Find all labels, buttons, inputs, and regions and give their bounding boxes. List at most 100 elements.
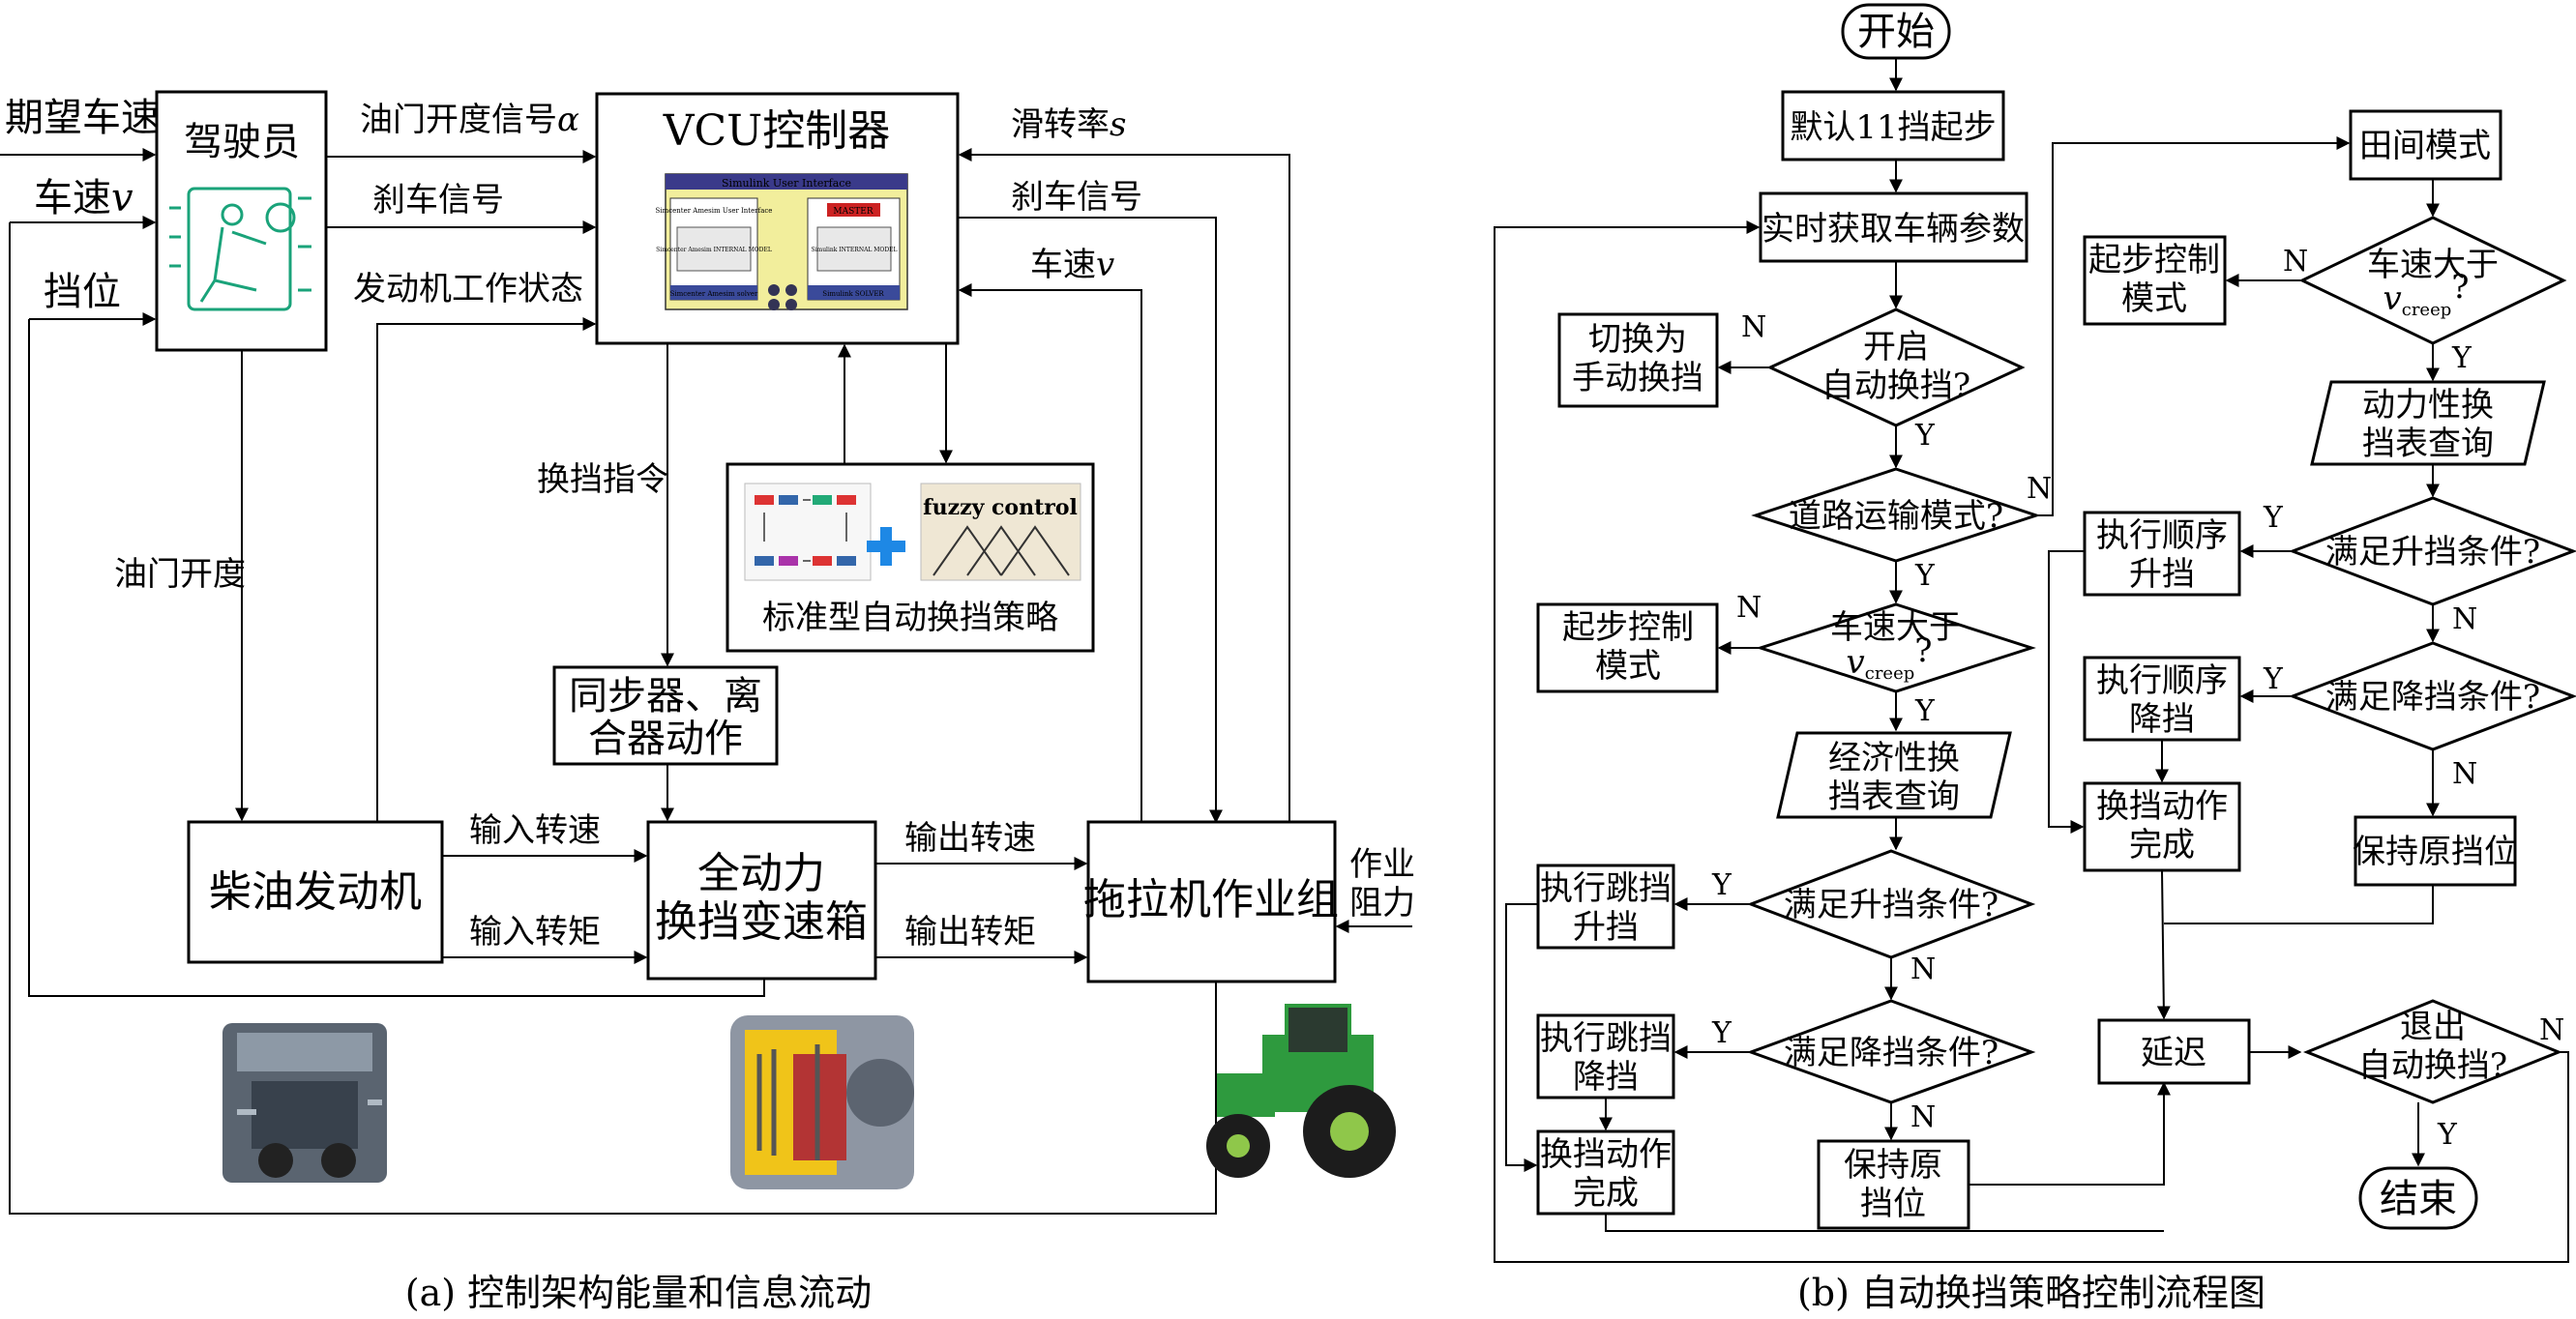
exit-auto-label-2: 自动换挡? [2358,1046,2507,1085]
driver-seat-icon [169,187,311,311]
label-speed-left-yes: Y [1914,694,1936,728]
upshift-right-label: 满足升挡条件? [2325,533,2540,572]
delay-box [2097,1018,2251,1085]
exit-auto-label-1: 退出 [2400,1008,2466,1046]
get-params-box [1759,191,2028,263]
speed-creep-left-label: 车速大于 [1830,608,1962,647]
label-engine-state: 发动机工作状态 [353,270,583,308]
label-speed-left-no: N [1736,591,1762,625]
engine-box [187,820,444,964]
vcu-software-panel: Simulink User Interface Simcenter Amesim… [656,173,908,310]
vcu-label: VCU控制器 [663,106,891,156]
part-b-flowchart: 开始 默认11挡起步 实时获取车辆参数 开启 自动换挡? N 切换为 手动换挡 … [1494,3,2576,1314]
sync-clutch-box [552,665,779,766]
shift-done-box-right [2083,781,2241,872]
road-mode-label: 道路运输模式? [1789,497,2003,536]
skip-down-label-2: 降挡 [1573,1058,1639,1097]
skip-up-label-2: 升挡 [1573,908,1639,947]
label-shift-command: 换挡指令 [537,460,668,499]
power-table-label-2: 挡表查询 [2362,425,2494,463]
svg-text:Simcenter Amesim solver: Simcenter Amesim solver [670,290,758,298]
arrow-seq-up-done [2048,550,2085,834]
skip-down-label-1: 执行跳挡 [1540,1019,1672,1058]
label-output-speed: 输出转速 [904,819,1036,858]
label-speed-input: 车速v [34,176,133,220]
start-control-box-right [2083,235,2227,326]
seq-down-label-2: 降挡 [2129,700,2195,739]
gearbox-image [730,1015,914,1189]
shift-done-box-left [1536,1129,1675,1216]
power-table-box [2310,380,2546,466]
label-upshift-left-yes: Y [1711,868,1732,902]
skip-up-box [1536,864,1675,950]
speed-creep-right-sym: vcreep? [2384,268,2470,320]
caption-b: (b) 自动换挡策略控制流程图 [1797,1272,2265,1314]
skip-down-box [1536,1013,1675,1099]
line-done-left-delay [1605,1214,2164,1232]
seq-down-label-1: 执行顺序 [2096,661,2228,700]
gearbox-label-2: 换挡变速箱 [655,897,868,947]
label-gear-input: 挡位 [44,270,121,314]
start-control-right-2: 模式 [2121,279,2187,318]
field-mode-label: 田间模式 [2359,127,2491,165]
seq-up-box [2083,511,2241,597]
label-output-torque: 输出转矩 [904,913,1036,952]
downshift-left-label: 满足降挡条件? [1784,1034,1999,1072]
label-brake-right: 刹车信号 [1011,178,1142,217]
econ-table-label-2: 挡表查询 [1828,777,1960,816]
engine-label: 柴油发动机 [209,867,422,917]
label-speed-right-yes: Y [2451,341,2472,375]
line-keep-right-delay [2164,885,2434,924]
speed-creep-right-label: 车速大于 [2367,246,2499,284]
manual-shift-label-1: 切换为 [1588,320,1687,359]
keep-gear-right-label: 保持原挡位 [2353,833,2517,871]
label-downshift-right-yes: Y [2263,662,2284,696]
loop-speed-feedback [9,222,1217,1215]
part-a-architecture: 期望车速ve 车速v 挡位 驾驶员 VCU控制器 Simulink User I… [0,90,1415,1314]
label-upshift-right-no: N [2452,602,2477,636]
svg-text:Simulink User Interface: Simulink User Interface [722,177,851,190]
label-brake-signal: 刹车信号 [372,181,504,220]
label-downshift-left-no: N [1910,1100,1936,1134]
auto-enabled-label-2: 自动换挡? [1821,366,1970,405]
speed-creep-left-sym: vcreep? [1847,631,1933,684]
driver-box [155,90,328,352]
shift-done-right-2: 完成 [2129,826,2195,865]
svg-text:Simcenter Amesim User Interfac: Simcenter Amesim User Interface [656,207,773,215]
keep-gear-left-2: 挡位 [1860,1185,1926,1223]
label-road-no: N [2027,472,2052,506]
strategy-label: 标准型自动换挡策略 [762,599,1058,637]
caption-a: (a) 控制架构能量和信息流动 [405,1272,872,1314]
get-params-label: 实时获取车辆参数 [1762,210,2025,249]
seq-up-label-1: 执行顺序 [2096,516,2228,555]
start-label: 开始 [1857,10,1935,54]
shift-done-left-2: 完成 [1573,1174,1639,1213]
arrow-engine-state [376,317,597,822]
arrow-exit-no-loop [1494,220,2569,1263]
label-downshift-right-no: N [2452,757,2477,791]
arrow-brake-to-tractor [958,217,1223,824]
svg-text:fuzzy control: fuzzy control [923,495,1078,520]
label-slip-rate: 滑转率s [1011,105,1126,144]
field-mode-box [2349,109,2502,181]
label-auto-yes: Y [1914,419,1936,453]
tractor-box [1086,820,1337,983]
econ-table-box [1776,731,2012,819]
svg-text:Simulink SOLVER: Simulink SOLVER [822,290,884,298]
label-resistance-1: 作业 [1349,845,1415,884]
default-gear-box [1781,90,2005,161]
label-throttle-signal: 油门开度信号α [360,101,579,139]
shift-done-left-1: 换挡动作 [1540,1135,1672,1174]
start-control-right-1: 起步控制 [2088,241,2220,279]
svg-text:Simcenter Amesim INTERNAL MODE: Simcenter Amesim INTERNAL MODEL [656,247,772,253]
gearbox-box [646,820,877,981]
manual-shift-box [1557,312,1719,408]
svg-text:MASTER: MASTER [833,207,873,217]
keep-gear-left-1: 保持原 [1844,1146,1942,1185]
driver-label: 驾驶员 [184,120,300,164]
econ-table-label-1: 经济性换 [1828,739,1960,777]
delay-label: 延迟 [2141,1034,2206,1072]
keep-gear-box-right [2354,815,2517,887]
sync-clutch-label-2: 合器动作 [588,717,743,761]
